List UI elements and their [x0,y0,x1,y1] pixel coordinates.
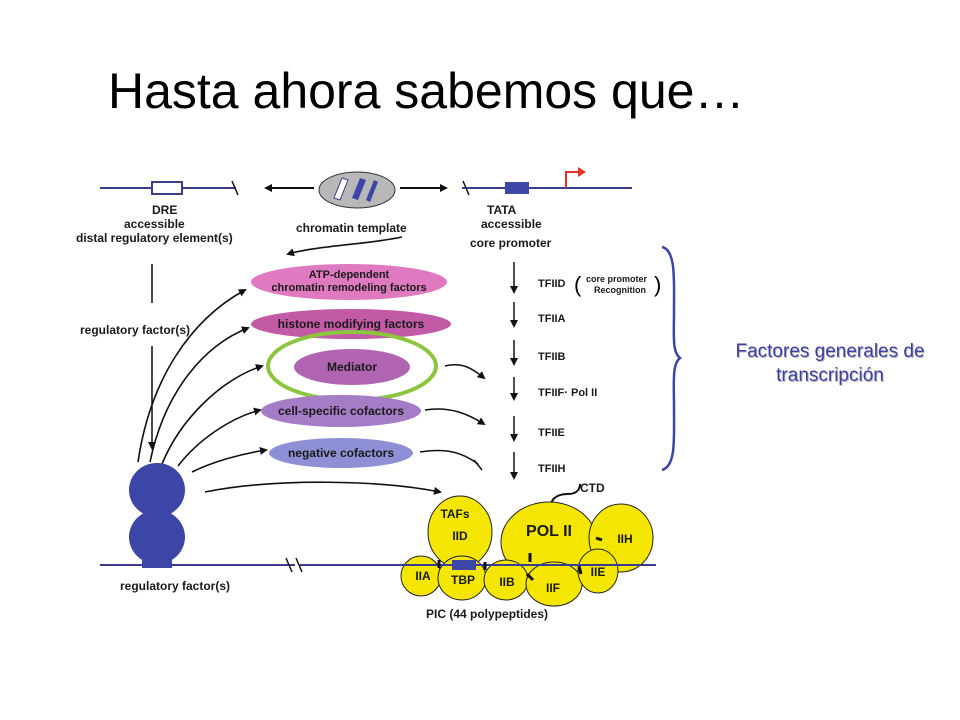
general-transcription-factors-note: Factores generales de transcripción [700,340,960,388]
atp-line-1: ATP-dependent [309,269,390,281]
tata-label: TATA [487,203,517,217]
dre-label: DRE [152,203,177,217]
cell-specific-ellipse: cell-specific cofactors [261,395,421,427]
step-tfiih: TFIIH [538,463,566,475]
paren-close-icon: ) [654,272,661,297]
note-line-1: Factores generales de [735,341,925,362]
histone-ellipse: histone modifying factors [251,309,451,339]
regulatory-factor-bottom-label: regulatory factor(s) [120,579,230,593]
step-tfiif-pol2: TFIIF· Pol II [538,387,597,399]
cell-specific-label: cell-specific cofactors [278,404,404,418]
recruitment-arrows [137,236,442,495]
dre-description: distal regulatory element(s) [76,231,233,245]
paren-open-icon: ( [574,272,582,297]
regulatory-factor-blob [129,463,185,568]
pic-complex [400,495,654,607]
tbp-tata-box [452,560,476,570]
iie-blob [577,548,619,594]
tata-accessible: accessible [481,217,542,231]
step-tfiia: TFIIA [538,313,566,325]
tafs-label: TAFs [440,507,469,521]
iih-label: IIH [617,532,632,546]
core-promoter-label: core promoter [470,236,552,250]
iif-label: IIF [546,581,560,595]
tata-box [505,182,529,194]
negative-cofactors-label: negative cofactors [288,446,394,460]
mediator-label: Mediator [327,360,377,374]
top-dna-left [100,180,239,196]
dre-box [151,181,183,195]
atp-remodeling-ellipse: ATP-dependent chromatin remodeling facto… [251,264,447,300]
histone-label: histone modifying factors [278,317,425,331]
recognition-line-1: core promoter [586,274,648,284]
slide-title: Hasta ahora sabemos que… [108,63,745,119]
top-dna-right [462,167,632,196]
recognition-line-2: Recognition [594,285,646,295]
step-tfiie: TFIIE [538,427,565,439]
chromatin-template-label: chromatin template [296,221,407,235]
note-line-2: transcripción [776,365,884,386]
tss-arrow [565,171,580,188]
bracket-icon [661,245,683,472]
iid-label: IID [452,529,468,543]
regulatory-factor-label: regulatory factor(s) [80,323,190,337]
dre-accessible: accessible [124,217,185,231]
chromatin-template [318,171,396,209]
atp-line-2: chromatin remodeling factors [271,282,426,294]
pic-caption: PIC (44 polypeptides) [426,607,548,621]
tbp-label: TBP [451,573,475,587]
step-tfiib: TFIIB [538,351,566,363]
negative-cofactors-ellipse: negative cofactors [269,438,413,468]
cofactor-effect-arrows [419,364,486,471]
ctd-label: CTD [580,481,605,495]
iia-label: IIA [415,569,431,583]
iib-label: IIB [499,575,515,589]
mediator-ellipse: Mediator [294,349,410,385]
step-tfiid: TFIID [538,278,566,290]
iie-label: IIE [591,565,606,579]
pic-contact-marks [437,536,603,582]
pol2-label: POL II [526,523,572,540]
